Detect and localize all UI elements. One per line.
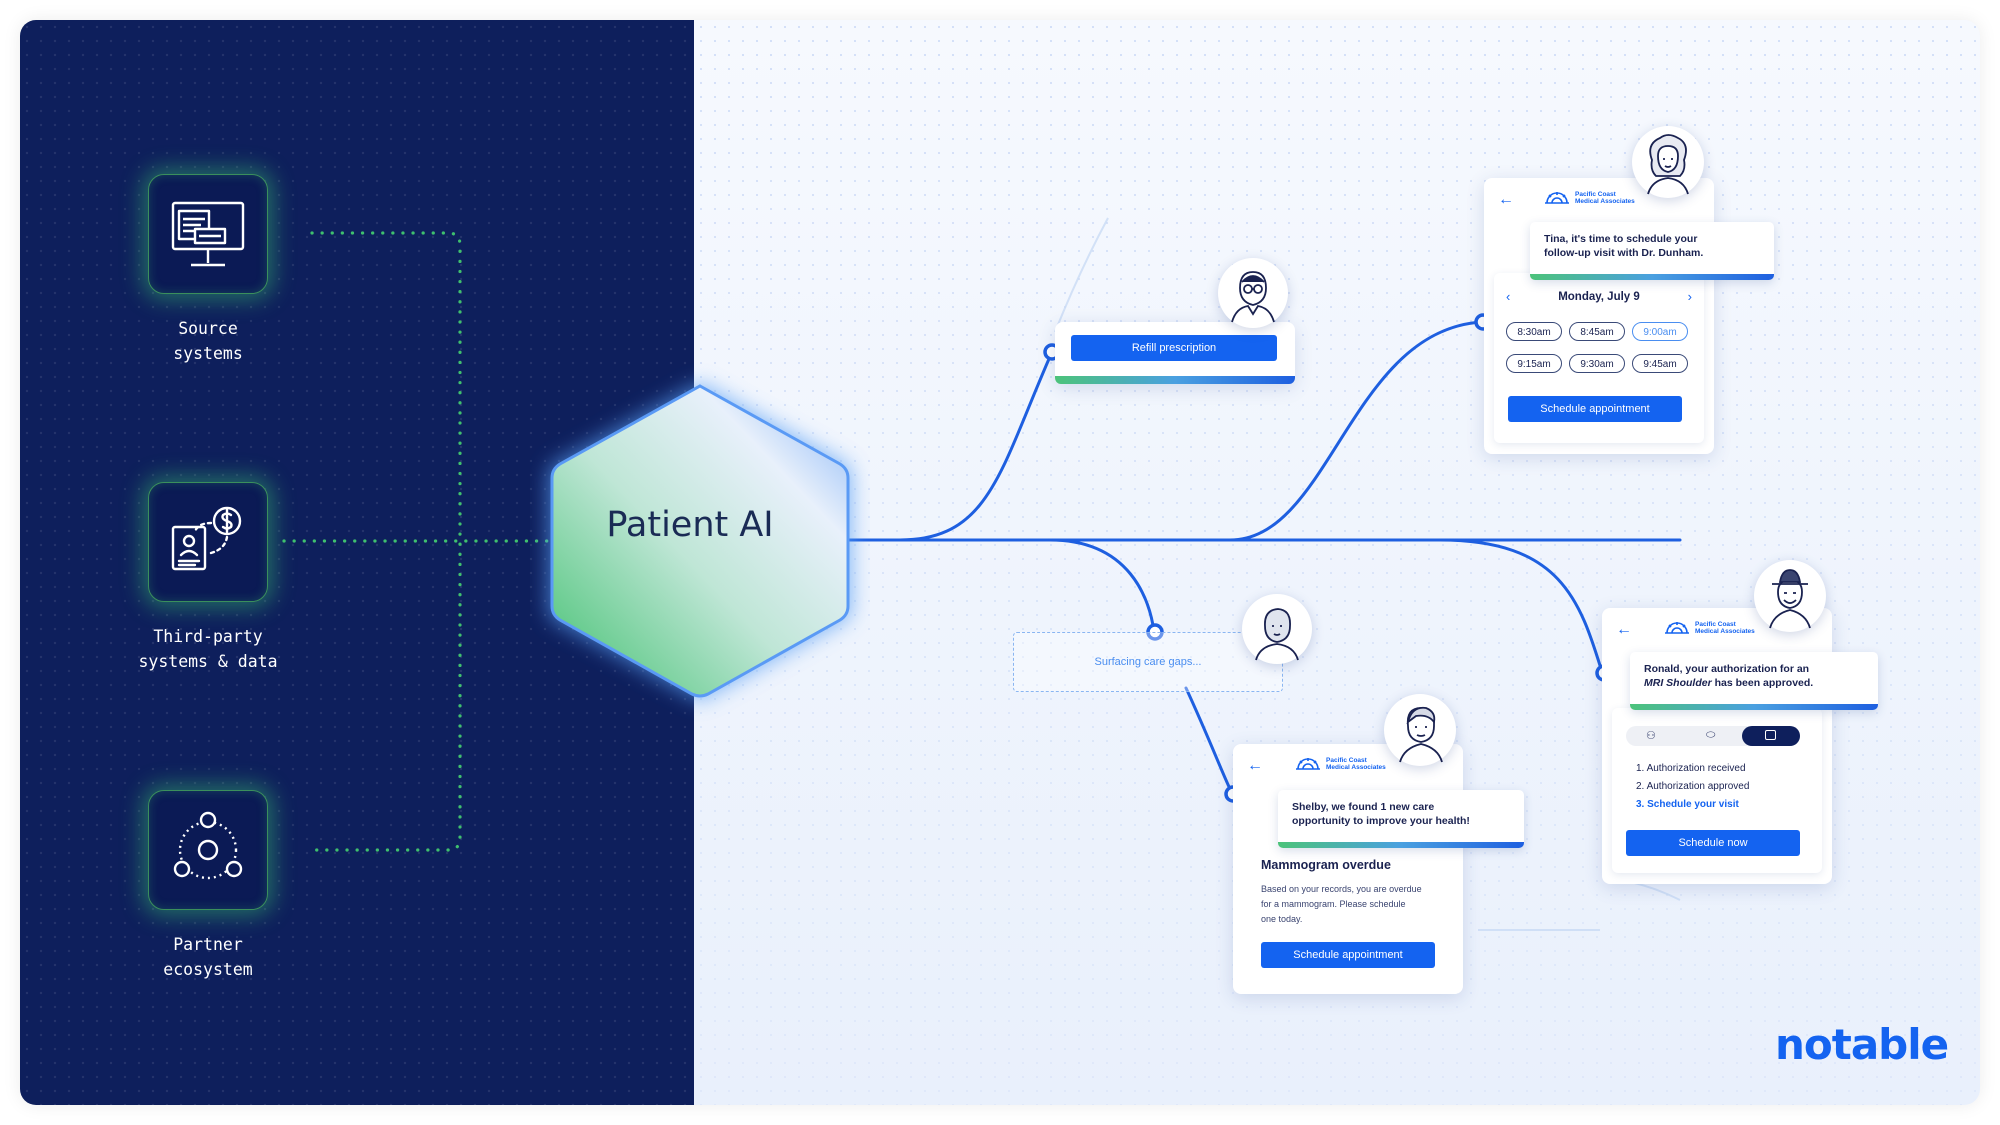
time-slot[interactable]: 9:15am: [1506, 354, 1562, 373]
auth-step-1: 1. Authorization received: [1636, 763, 1746, 774]
source-label-1-line2: systems: [173, 344, 243, 363]
authorization-gradient-bar: [1630, 704, 1878, 710]
surfacing-care-gaps: Surfacing care gaps...: [1013, 632, 1283, 692]
refill-card: Refill prescription: [1055, 322, 1295, 384]
schedule-appointment-button[interactable]: Schedule appointment: [1261, 942, 1435, 968]
schedule-now-button[interactable]: Schedule now: [1626, 830, 1800, 856]
pill-icon: ⬭: [1706, 729, 1716, 741]
source-label-2-line2: systems & data: [138, 652, 278, 671]
care-gap-gradient-bar: [1278, 842, 1524, 848]
clinic-name-line2: Medical Associates: [1326, 764, 1386, 771]
authorization-message-line1: Ronald, your authorization for an: [1644, 663, 1810, 675]
care-gap-body-line2: for a mammogram. Please schedule: [1261, 899, 1406, 909]
doctor-avatar-glasses: [1218, 258, 1288, 328]
source-label-3-line2: ecosystem: [163, 960, 253, 979]
care-gap-body-line1: Based on your records, you are overdue: [1261, 884, 1422, 894]
authorization-panel: ⚇ ⬭ 1. Authorization received 2. Authori…: [1612, 708, 1822, 873]
sunrise-icon: [1296, 758, 1320, 770]
authorization-message: Ronald, your authorization for an MRI Sh…: [1630, 652, 1878, 710]
care-gap-body-line3: one today.: [1261, 914, 1303, 924]
schedule-date: Monday, July 9: [1558, 291, 1640, 303]
dotted-connectors: [282, 231, 558, 852]
source-label-1: Source systems: [88, 316, 328, 366]
progress-tabs: ⚇ ⬭: [1626, 726, 1800, 746]
care-gap-title: Mammogram overdue: [1261, 858, 1391, 872]
prev-day-icon[interactable]: ‹: [1506, 289, 1511, 304]
auth-step-3[interactable]: 3. Schedule your visit: [1636, 799, 1739, 810]
source-label-2: Third-party systems & data: [88, 624, 328, 674]
patient-avatar-shelby: [1242, 594, 1312, 664]
scheduler-gradient-bar: [1530, 274, 1774, 280]
back-arrow-icon[interactable]: ←: [1498, 191, 1514, 208]
scheduler-panel: ‹ Monday, July 9 › 8:30am 8:45am 9:00am …: [1494, 273, 1704, 443]
monitor-icon: [148, 174, 268, 294]
scheduler-message-line1: Tina, it's time to schedule your: [1544, 233, 1698, 245]
patient-ai-label: Patient AI: [606, 505, 774, 545]
time-slot-selected[interactable]: 9:00am: [1632, 322, 1688, 341]
next-day-icon[interactable]: ›: [1687, 289, 1692, 304]
calendar-tab-active[interactable]: [1742, 726, 1800, 746]
time-slot[interactable]: 8:45am: [1569, 322, 1625, 341]
patient-avatar-grey-hair: [1384, 694, 1456, 766]
care-gap-message-line1: Shelby, we found 1 new care: [1292, 801, 1435, 813]
source-label-2-line1: Third-party: [153, 627, 263, 646]
clinic-name-line2: Medical Associates: [1575, 198, 1635, 205]
care-gap-body: Based on your records, you are overdue f…: [1261, 882, 1422, 927]
patient-ai-hexagon: [548, 382, 852, 702]
clinic-name-line1: Pacific Coast: [1326, 757, 1367, 764]
source-label-3: Partner ecosystem: [88, 932, 328, 982]
auth-step-2: 2. Authorization approved: [1636, 781, 1750, 792]
document-dollar-icon: [148, 482, 268, 602]
patient-avatar-curly: [1632, 126, 1704, 198]
care-gap-message: Shelby, we found 1 new care opportunity …: [1278, 790, 1524, 848]
clinic-name-line1: Pacific Coast: [1695, 621, 1736, 628]
patient-avatar-hat: [1754, 560, 1826, 632]
person-icon: ⚇: [1646, 730, 1656, 742]
clinic-name-line2: Medical Associates: [1695, 628, 1755, 635]
source-label-1-line1: Source: [178, 319, 238, 338]
back-arrow-icon[interactable]: ←: [1616, 621, 1632, 638]
time-slot[interactable]: 9:45am: [1632, 354, 1688, 373]
authorization-message-procedure: MRI Shoulder: [1644, 677, 1712, 689]
network-icon: [148, 790, 268, 910]
care-gap-message-line2: opportunity to improve your health!: [1292, 815, 1470, 827]
time-slot[interactable]: 8:30am: [1506, 322, 1562, 341]
calendar-icon: [1765, 730, 1776, 740]
clinic-name-line1: Pacific Coast: [1575, 191, 1616, 198]
time-slot[interactable]: 9:30am: [1569, 354, 1625, 373]
refill-gradient-bar: [1055, 376, 1295, 384]
sunrise-icon: [1665, 622, 1689, 634]
schedule-appointment-button[interactable]: Schedule appointment: [1508, 396, 1682, 422]
scheduler-message-line2: follow-up visit with Dr. Dunham.: [1544, 247, 1704, 259]
refill-prescription-button[interactable]: Refill prescription: [1071, 335, 1277, 361]
back-arrow-icon[interactable]: ←: [1247, 757, 1263, 774]
notable-logo: notable: [1775, 1020, 1949, 1069]
source-label-3-line1: Partner: [173, 935, 243, 954]
authorization-message-rest: has been approved.: [1711, 677, 1814, 689]
scheduler-message: Tina, it's time to schedule your follow-…: [1530, 222, 1774, 280]
sunrise-icon: [1545, 192, 1569, 204]
